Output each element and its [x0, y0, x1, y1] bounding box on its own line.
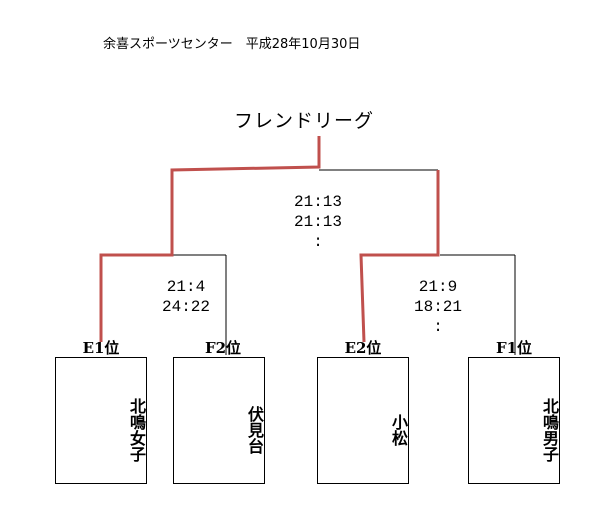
- winner-path-left-semi: [99, 136, 321, 342]
- semifinal-right-scores: 21:9 18:21 :: [398, 277, 478, 337]
- team-rank-3: E2位: [344, 339, 382, 357]
- team-box-1: 北鳴女子: [55, 357, 147, 484]
- team-rank-2: F2位: [204, 339, 242, 357]
- team-name-4: 北鳴男子: [540, 398, 559, 462]
- semifinal-left-scores: 21:4 24:22: [146, 277, 226, 317]
- semifinal-left-set-2: 24:22: [161, 298, 210, 316]
- venue-date-header: 余喜スポーツセンター 平成28年10月30日: [103, 37, 361, 52]
- team-name-2: 伏見台: [245, 406, 264, 454]
- team-rank-1: E1位: [82, 339, 120, 357]
- semifinal-left-set-1: 21:4: [166, 278, 206, 296]
- team-rank-4: F1位: [495, 339, 533, 357]
- final-score-set-2: 21:13: [293, 213, 342, 231]
- final-score-set-3: :: [313, 233, 323, 251]
- team-name-1: 北鳴女子: [127, 398, 146, 462]
- final-score-set-1: 21:13: [293, 193, 342, 211]
- team-box-3: 小松: [317, 357, 409, 484]
- semifinal-right-set-3: :: [433, 318, 443, 336]
- semifinal-right-set-1: 21:9: [418, 278, 458, 296]
- final-scores: 21:13 21:13 :: [278, 192, 358, 252]
- team-box-2: 伏見台: [173, 357, 265, 484]
- winner-path-right-semi: [359, 170, 440, 343]
- team-box-4: 北鳴男子: [468, 357, 560, 484]
- semifinal-right-set-2: 18:21: [413, 298, 462, 316]
- team-name-3: 小松: [389, 414, 408, 446]
- tournament-title: フレンドリーグ: [234, 110, 375, 132]
